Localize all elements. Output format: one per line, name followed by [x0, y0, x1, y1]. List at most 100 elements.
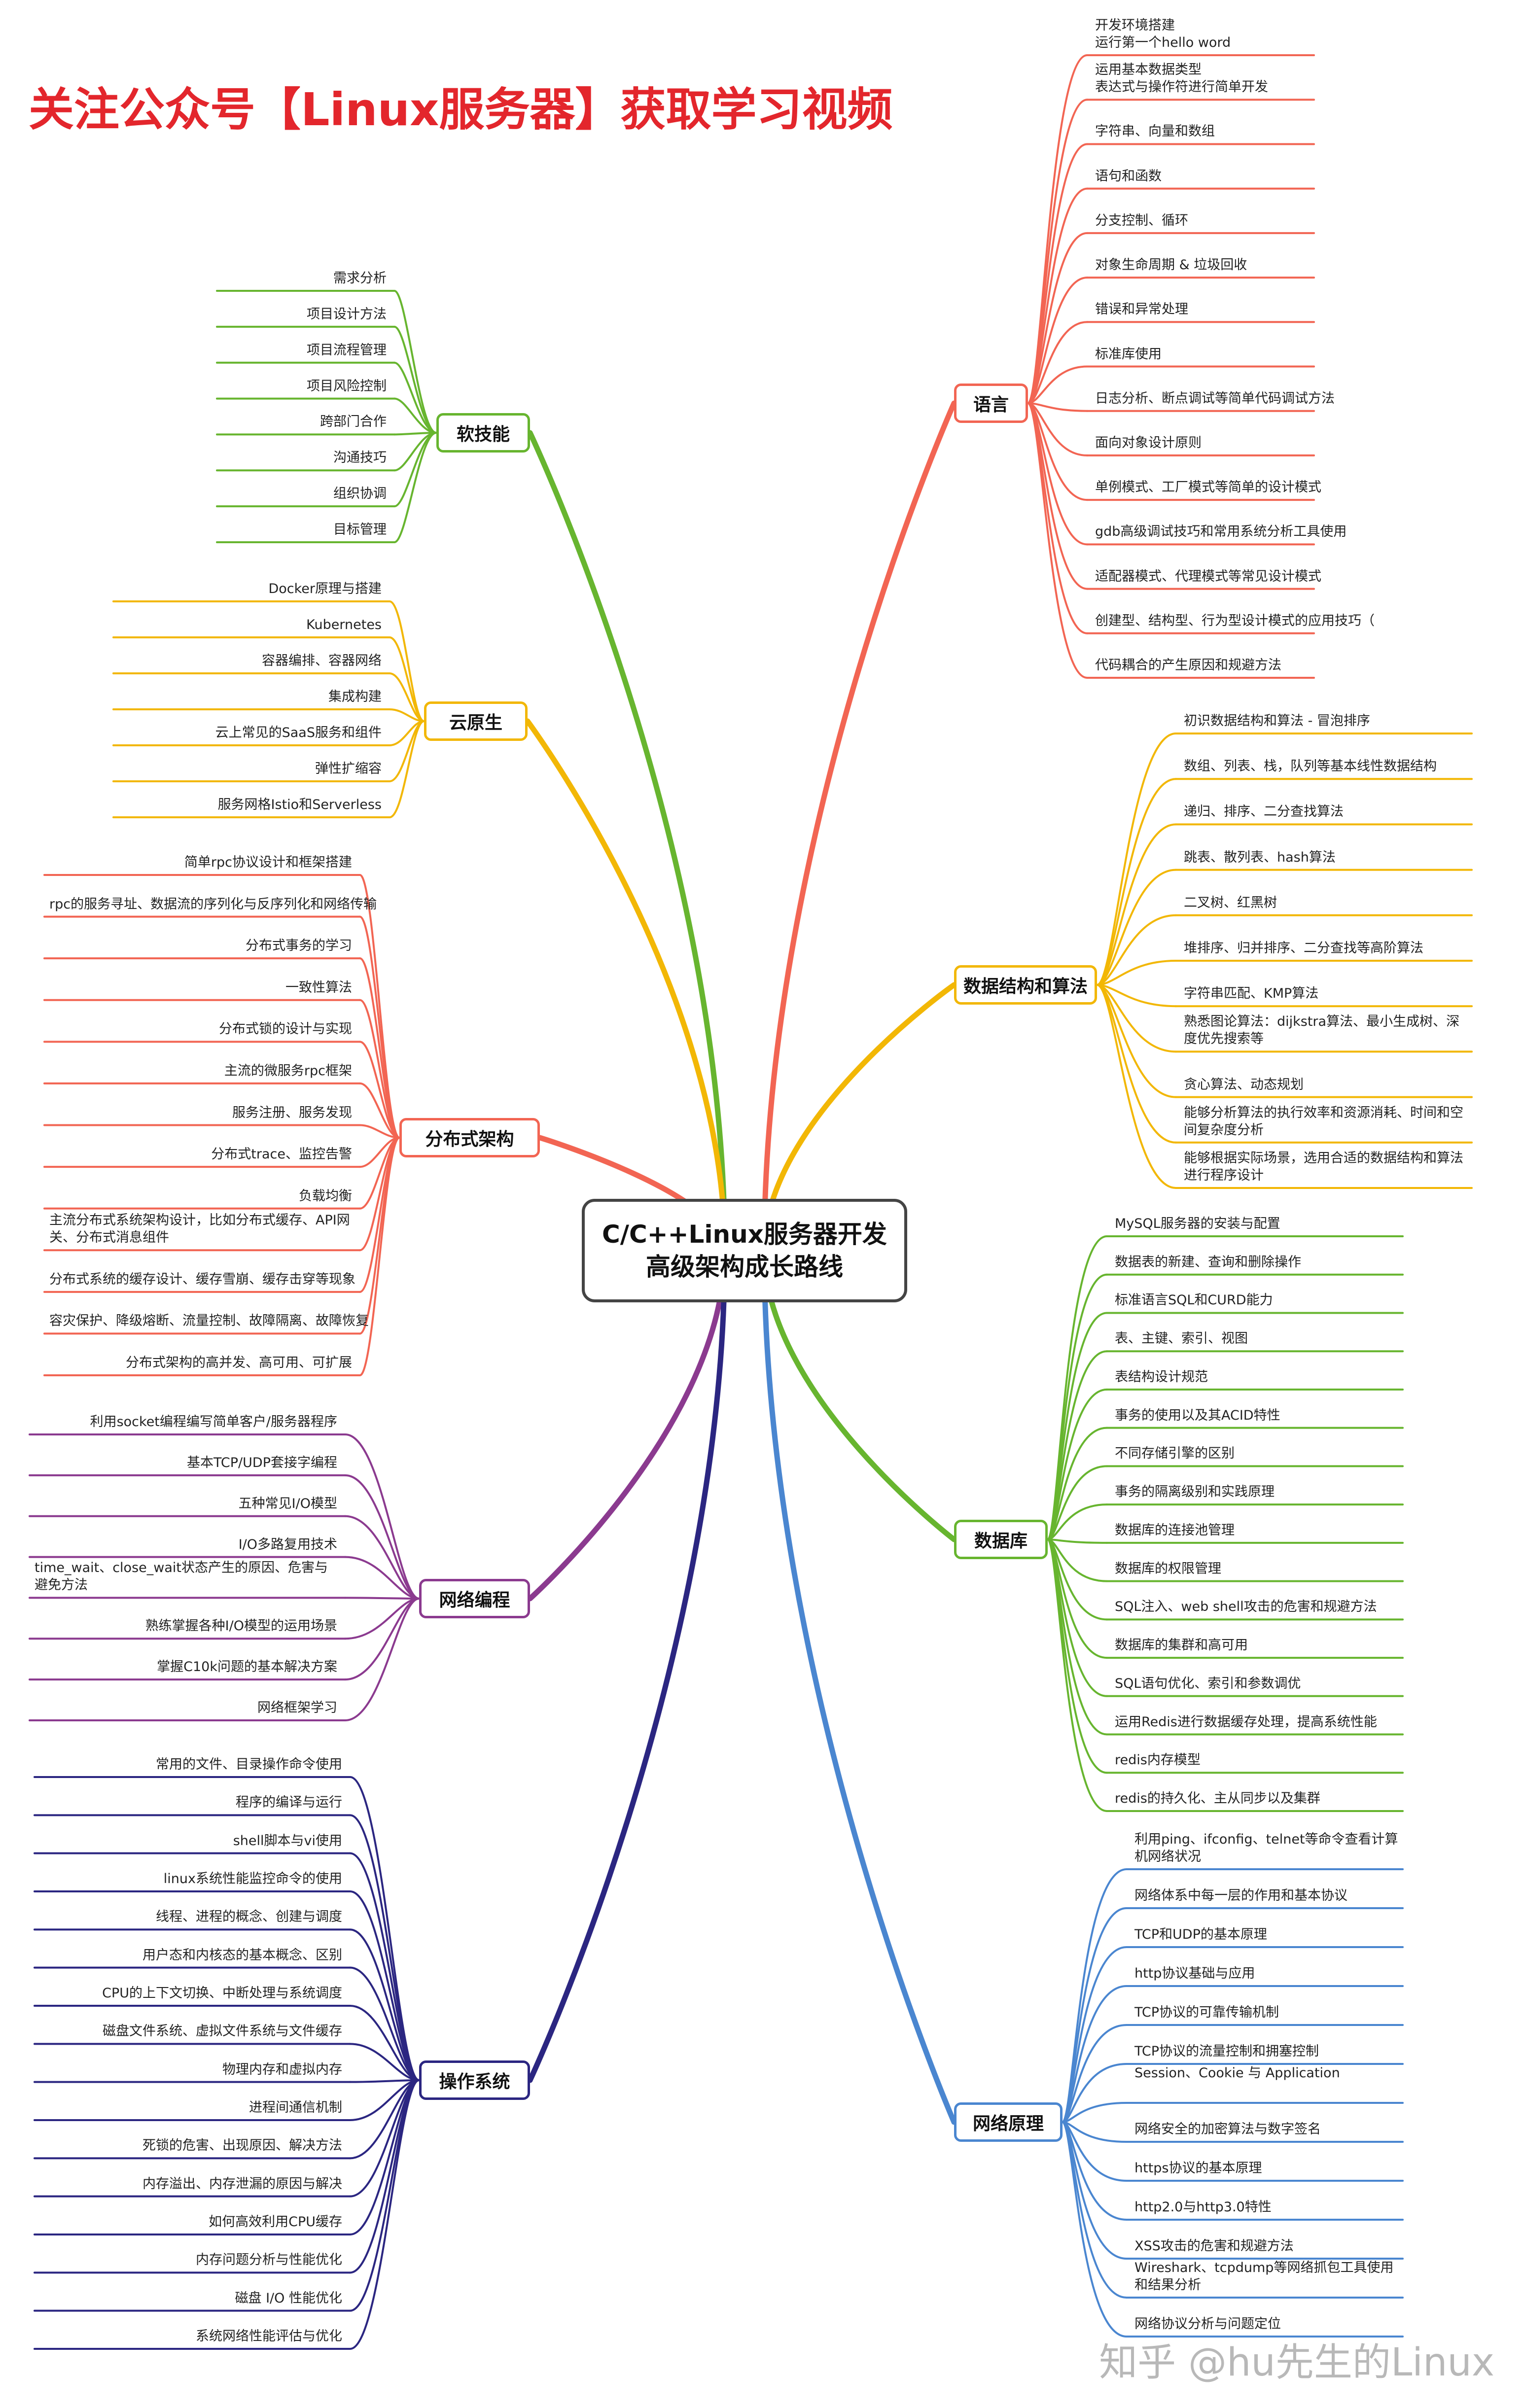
leaf-item-network_principles: https协议的基本原理: [1134, 2161, 1262, 2176]
leaf-connector: [359, 1137, 400, 1168]
leaf-item-network_principles: 网络协议分析与问题定位: [1134, 2316, 1281, 2332]
leaf-item-database: 不同存储引擎的区别: [1115, 1446, 1235, 1462]
leaf-item-network_programming: 利用socket编程编写简单客户/服务器程序: [90, 1414, 337, 1430]
leaf-item-network_principles: TCP协议的流量控制和拥塞控制: [1134, 2044, 1319, 2059]
leaf-item-distributed: 分布式架构的高并发、高可用、可扩展: [126, 1355, 352, 1370]
leaf-item-soft_skills: 目标管理: [333, 522, 387, 537]
leaf-item-database: 标准语言SQL和CURD能力: [1115, 1292, 1273, 1308]
leaf-item-algorithms: 二叉树、红黑树: [1184, 895, 1277, 910]
leaf-connector: [359, 915, 400, 1139]
leaf-connector: [349, 1928, 420, 2081]
leaf-item-network_principles: 网络安全的加密算法与数字签名: [1134, 2122, 1321, 2137]
zhihu-watermark: 知乎 @hu先生的Linux: [1099, 2340, 1494, 2385]
leaf-item-distributed: 主流分布式系统架构设计，比如分布式缓存、API网关、分布式消息组件: [49, 1213, 350, 1246]
leaf-connector: [389, 600, 425, 722]
leaf-item-language: 适配器模式、代理模式等常见设计模式: [1095, 568, 1321, 584]
leaf-item-network_principles: 网络体系中每一层的作用和基本协议: [1134, 1888, 1347, 1903]
leaf-connector: [359, 1082, 400, 1139]
leaf-item-operating_system: 系统网络性能评估与优化: [196, 2329, 342, 2344]
trunk-connector-cloud_native: [525, 718, 728, 1254]
leaf-connector: [393, 361, 437, 434]
leaf-connector: [1096, 960, 1177, 986]
leaf-item-distributed: 服务注册、服务发现: [232, 1105, 352, 1120]
leaf-connector: [389, 720, 425, 818]
leaf-connector: [1027, 402, 1088, 501]
leaf-item-language: 字符串、向量和数组: [1095, 124, 1215, 140]
leaf-connector: [1096, 823, 1177, 986]
leaf-connector: [344, 1598, 420, 1681]
leaf-item-algorithms: 字符串匹配、KMP算法: [1184, 986, 1319, 1002]
leaf-connector: [349, 1966, 420, 2081]
leaf-item-operating_system: 死锁的危害、出现原因、解决方法: [142, 2138, 342, 2154]
leaf-connector: [1047, 1538, 1108, 1812]
leaf-item-database: 数据库的集群和高可用: [1115, 1638, 1248, 1653]
leaf-item-database: SQL语句优化、索引和参数调优: [1115, 1675, 1301, 1691]
leaf-connector: [349, 2079, 420, 2350]
leaf-connector: [359, 1041, 400, 1139]
leaf-connector: [1047, 1503, 1108, 1540]
leaf-item-database: 运用Redis进行数据缓存处理，提高系统性能: [1115, 1714, 1377, 1730]
leaf-item-network_principles: TCP和UDP的基本原理: [1134, 1927, 1267, 1942]
branch-label: 云原生: [449, 713, 502, 733]
leaf-connector: [1062, 2024, 1128, 2123]
central-topic-line-2: 高级架构成长路线: [646, 1253, 843, 1281]
leaf-item-operating_system: 内存问题分析与性能优化: [196, 2252, 342, 2268]
leaf-item-soft_skills: 沟通技巧: [333, 450, 387, 466]
leaf-connector: [1096, 778, 1177, 986]
leaf-connector: [393, 432, 437, 508]
leaf-item-database: 表、主键、索引、视图: [1115, 1331, 1248, 1347]
leaf-item-soft_skills: 需求分析: [333, 271, 387, 286]
leaf-item-language: 开发环境搭建 运行第一个hello word: [1095, 18, 1231, 50]
leaf-item-language: 分支控制、循环: [1095, 212, 1188, 228]
leaf-item-network_programming: 基本TCP/UDP套接字编程: [187, 1455, 337, 1470]
leaf-item-distributed: 一致性算法: [285, 979, 352, 995]
leaf-connector: [344, 1474, 420, 1600]
leaf-item-operating_system: linux系统性能监控命令的使用: [163, 1871, 342, 1886]
leaf-item-algorithms: 跳表、散列表、hash算法: [1184, 849, 1336, 865]
leaf-item-language: 创建型、结构型、行为型设计模式的应用技巧（: [1095, 613, 1375, 628]
leaf-item-soft_skills: 组织协调: [333, 486, 387, 502]
branch-label: 操作系统: [439, 2072, 510, 2092]
leaf-connector: [344, 1598, 420, 1721]
leaf-item-cloud_native: 服务网格Istio和Serverless: [217, 797, 382, 812]
leaf-connector: [349, 2043, 420, 2081]
trunk-connector-language: [761, 400, 957, 1254]
leaf-item-cloud_native: 集成构建: [328, 689, 382, 704]
leaf-item-cloud_native: 弹性扩缩容: [315, 761, 382, 776]
leaf-connector: [1062, 2063, 1128, 2123]
leaf-item-operating_system: 磁盘文件系统、虚拟文件系统与文件缓存: [103, 2024, 342, 2039]
leaf-item-network_programming: 掌握C10k问题的基本解决方案: [157, 1659, 337, 1675]
leaf-connector: [1047, 1465, 1108, 1540]
leaf-connector: [1027, 402, 1088, 412]
leaf-item-network_principles: TCP协议的可靠传输机制: [1134, 2005, 1279, 2020]
trunk-connector-database: [761, 1248, 957, 1542]
leaf-item-language: 对象生命周期 & 垃圾回收: [1095, 257, 1247, 273]
leaf-connector: [344, 1598, 420, 1640]
leaf-connector: [359, 1137, 400, 1376]
leaf-item-operating_system: 物理内存和虚拟内存: [222, 2061, 342, 2077]
leaf-item-network_principles: Session、Cookie 与 Application: [1134, 2065, 1340, 2081]
leaf-connector: [1027, 402, 1088, 679]
leaf-item-algorithms: 能够根据实际场景，选用合适的数据结构和算法进行程序设计: [1184, 1151, 1463, 1183]
leaf-connector: [1096, 914, 1177, 986]
leaf-connector: [344, 1597, 420, 1600]
leaf-item-network_principles: XSS攻击的危害和规避方法: [1134, 2238, 1294, 2254]
branch-node-database: 数据库: [954, 1520, 1048, 1559]
leaf-item-language: 错误和异常处理: [1095, 302, 1188, 317]
leaf-connector: [1047, 1427, 1108, 1540]
leaf-item-language: 代码耦合的产生原因和规避方法: [1095, 658, 1281, 673]
leaf-item-operating_system: 进程间通信机制: [249, 2100, 342, 2115]
leaf-item-language: gdb高级调试技巧和常用系统分析工具使用: [1095, 524, 1347, 540]
leaf-item-language: 单例模式、工厂模式等简单的设计模式: [1095, 480, 1321, 495]
central-topic-line-1: C/C++Linux服务器开发: [602, 1220, 887, 1249]
leaf-connector: [1062, 2121, 1128, 2338]
branch-node-network_principles: 网络原理: [954, 2102, 1063, 2142]
leaf-connector: [393, 290, 437, 434]
leaf-item-language: 语句和函数: [1095, 168, 1162, 184]
leaf-connector: [1062, 2121, 1128, 2143]
branch-label: 分布式架构: [425, 1129, 514, 1150]
trunk-connector-operating_system: [527, 1248, 728, 2083]
branch-label: 软技能: [456, 424, 510, 445]
leaf-item-operating_system: 磁盘 I/O 性能优化: [235, 2290, 342, 2306]
